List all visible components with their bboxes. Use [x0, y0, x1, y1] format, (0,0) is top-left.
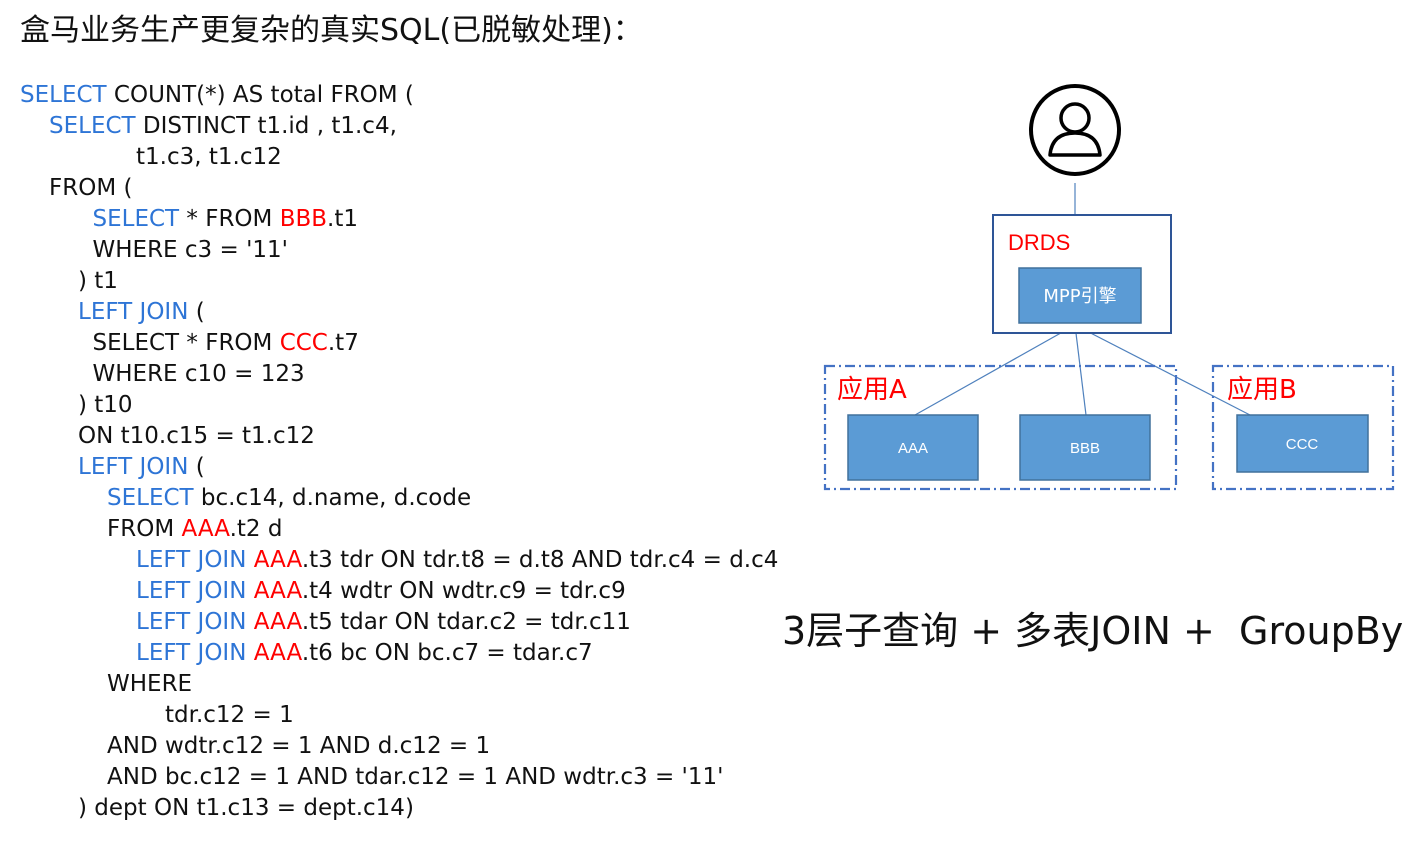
sql-line: ON t10.c15 = t1.c12	[20, 421, 778, 452]
sql-line: SELECT DISTINCT t1.id , t1.c4,	[20, 111, 778, 142]
sql-line: LEFT JOIN AAA.t3 tdr ON tdr.t8 = d.t8 AN…	[20, 545, 778, 576]
summary-caption: 3层子查询 + 多表JOIN + GroupBy	[782, 609, 1404, 653]
sql-line: SELECT bc.c14, d.name, d.code	[20, 483, 778, 514]
sql-line: FROM (	[20, 173, 778, 204]
sql-keyword: LEFT JOIN	[136, 609, 247, 635]
sql-line: t1.c3, t1.c12	[20, 142, 778, 173]
sql-text: ON t10.c15 = t1.c12	[78, 423, 315, 449]
sql-text: AND wdtr.c12 = 1 AND d.c12 = 1	[107, 733, 491, 759]
sql-keyword: SELECT	[107, 485, 194, 511]
sql-text: tdr.c12 = 1	[165, 702, 294, 728]
sql-line: ) t10	[20, 390, 778, 421]
sql-schema-name: BBB	[279, 206, 328, 232]
ccc-node-label: CCC	[1286, 436, 1319, 453]
sql-line: WHERE c10 = 123	[20, 359, 778, 390]
sql-keyword: LEFT JOIN	[78, 299, 189, 325]
sql-text: * FROM	[179, 206, 280, 232]
mpp-engine-box	[1018, 267, 1142, 324]
sql-schema-name: CCC	[279, 330, 328, 356]
sql-text: .t5 tdar ON tdar.c2 = tdr.c11	[301, 609, 631, 635]
sql-text: .t1	[327, 206, 358, 232]
sql-line: LEFT JOIN AAA.t6 bc ON bc.c7 = tdar.c7	[20, 638, 778, 669]
aaa-node-label: AAA	[898, 440, 928, 457]
app-a-label: 应用A	[837, 375, 907, 405]
sql-line: LEFT JOIN AAA.t4 wdtr ON wdtr.c9 = tdr.c…	[20, 576, 778, 607]
sql-text: AND bc.c12 = 1 AND tdar.c12 = 1 AND wdtr…	[107, 764, 724, 790]
sql-schema-name: AAA	[253, 547, 302, 573]
sql-schema-name: AAA	[181, 516, 230, 542]
sql-text: WHERE c10 = 123	[92, 361, 305, 387]
drds-label: DRDS	[1008, 230, 1070, 255]
sql-schema-name: AAA	[253, 609, 302, 635]
sql-keyword: LEFT JOIN	[136, 578, 247, 604]
sql-keyword: SELECT	[49, 113, 136, 139]
sql-line: LEFT JOIN AAA.t5 tdar ON tdar.c2 = tdr.c…	[20, 607, 778, 638]
sql-text: bc.c14, d.name, d.code	[193, 485, 472, 511]
sql-line: FROM AAA.t2 d	[20, 514, 778, 545]
sql-text: (	[188, 299, 205, 325]
sql-line: LEFT JOIN (	[20, 297, 778, 328]
sql-line: SELECT * FROM CCC.t7	[20, 328, 778, 359]
sql-text: COUNT(*) AS total FROM (	[106, 82, 414, 108]
sql-keyword: SELECT	[20, 82, 107, 108]
connector-mpp-bbb	[1074, 324, 1087, 416]
sql-text: .t6 bc ON bc.c7 = tdar.c7	[301, 640, 593, 666]
ccc-node	[1236, 414, 1369, 473]
mpp-engine-label: MPP引擎	[1043, 286, 1116, 307]
sql-text: WHERE	[107, 671, 193, 697]
sql-text: .t4 wdtr ON wdtr.c9 = tdr.c9	[301, 578, 626, 604]
sql-line: WHERE	[20, 669, 778, 700]
sql-text: DISTINCT t1.id , t1.c4,	[135, 113, 397, 139]
sql-text: .t7	[327, 330, 359, 356]
sql-line: tdr.c12 = 1	[20, 700, 778, 731]
sql-text: WHERE c3 = '11'	[92, 237, 288, 263]
user-icon	[1029, 84, 1121, 176]
connector-mpp-aaa	[914, 324, 1076, 416]
sql-keyword: LEFT JOIN	[136, 547, 247, 573]
bbb-node	[1019, 414, 1151, 481]
sql-line: SELECT COUNT(*) AS total FROM (	[20, 80, 778, 111]
page-title: 盒马业务生产更复杂的真实SQL(已脱敏处理)：	[20, 13, 643, 48]
sql-line: WHERE c3 = '11'	[20, 235, 778, 266]
sql-text: .t2 d	[229, 516, 283, 542]
sql-text: ) dept ON t1.c13 = dept.c14)	[78, 795, 414, 821]
sql-text: SELECT * FROM	[92, 330, 280, 356]
sql-line: ) t1	[20, 266, 778, 297]
app-a-group	[823, 364, 1178, 491]
sql-keyword: SELECT	[92, 206, 180, 232]
sql-line: SELECT * FROM BBB.t1	[20, 204, 778, 235]
sql-text: ) t10	[78, 392, 133, 418]
sql-keyword: LEFT JOIN	[78, 454, 189, 480]
sql-line: ) dept ON t1.c13 = dept.c14)	[20, 793, 778, 824]
sql-line: LEFT JOIN (	[20, 452, 778, 483]
sql-code-block: SELECT COUNT(*) AS total FROM (SELECT DI…	[20, 80, 778, 824]
aaa-node	[847, 414, 979, 481]
sql-text: FROM	[107, 516, 182, 542]
app-b-group	[1211, 364, 1395, 491]
sql-text: t1.c3, t1.c12	[136, 144, 282, 170]
bbb-node-label: BBB	[1070, 440, 1100, 457]
sql-text: FROM (	[49, 175, 133, 201]
connector-mpp-ccc	[1074, 324, 1251, 416]
sql-schema-name: AAA	[253, 640, 302, 666]
sql-schema-name: AAA	[253, 578, 302, 604]
sql-line: AND bc.c12 = 1 AND tdar.c12 = 1 AND wdtr…	[20, 762, 778, 793]
sql-text: (	[188, 454, 205, 480]
sql-line: AND wdtr.c12 = 1 AND d.c12 = 1	[20, 731, 778, 762]
sql-text: ) t1	[78, 268, 118, 294]
app-b-label: 应用B	[1227, 375, 1297, 405]
sql-keyword: LEFT JOIN	[136, 640, 247, 666]
sql-text: .t3 tdr ON tdr.t8 = d.t8 AND tdr.c4 = d.…	[301, 547, 779, 573]
